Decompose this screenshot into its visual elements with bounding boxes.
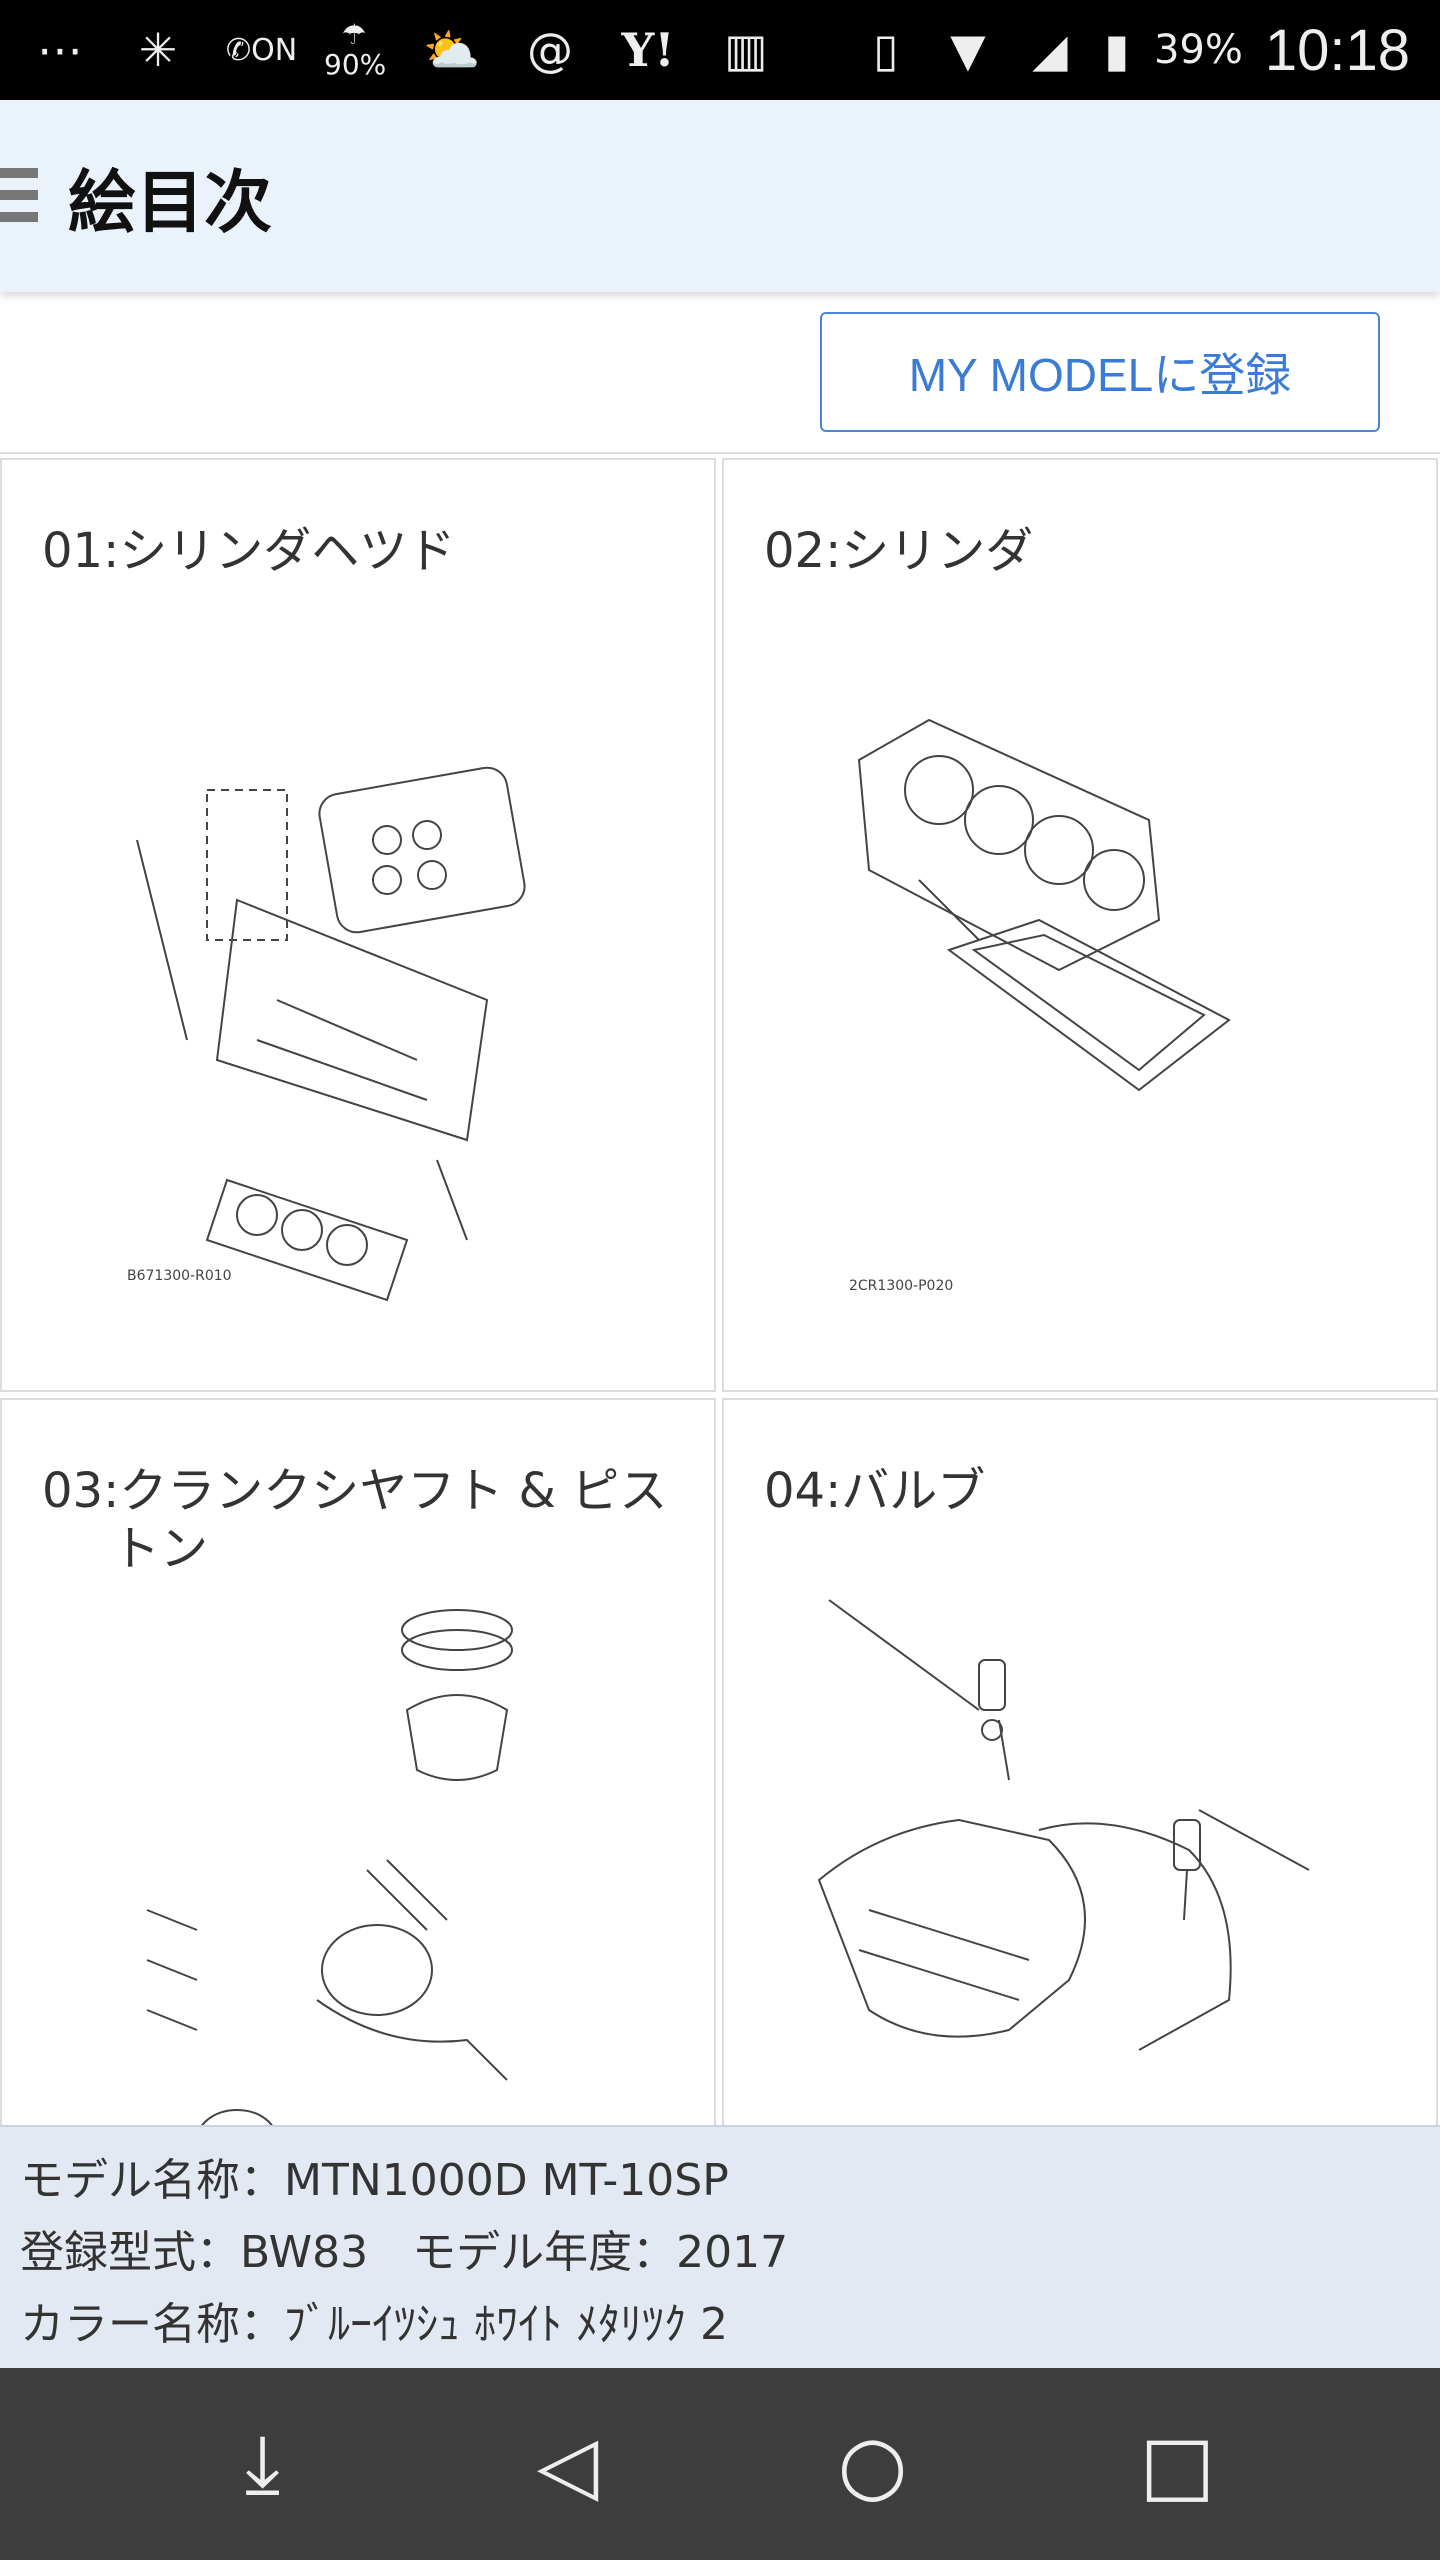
signal-icon: ◢ (1032, 23, 1068, 77)
back-icon[interactable]: ◁ (536, 2417, 599, 2511)
rain-percent: 90% (324, 48, 387, 81)
call-on-icon: ✆ON (226, 32, 298, 68)
catalog-card-crankshaft-piston[interactable]: 03:クランクシヤフト & ピストン (0, 1398, 716, 2126)
loading-icon: ✳ (138, 23, 178, 77)
stock-chart-icon: ▥ (724, 23, 768, 77)
register-my-model-button[interactable]: MY MODELに登録 (820, 312, 1380, 432)
navigation-bar: ⤓ ◁ ○ □ (0, 2368, 1440, 2560)
wifi-icon: ▼ (950, 23, 986, 77)
status-bar: ⋯ ✳ ✆ON ☂90% ⛅ @ Y! ▥ ▯ ▼ ◢ ▮ 39% 10:18 (0, 0, 1440, 100)
model-name: モデル名称：MTN1000D MT-10SP (20, 2155, 729, 2206)
card-title: 03:クランクシヤフト & ピストン (42, 1463, 668, 1577)
weather-sun-cloud-icon: ⛅ (423, 22, 481, 77)
catalog-card-valve[interactable]: 04:バルブ (722, 1398, 1438, 2126)
diagram-code: B671300-R010 (127, 1268, 232, 1284)
clock: 10:18 (1264, 17, 1410, 83)
cylinder-diagram: 2CR1300-P020 (849, 718, 1231, 1294)
at-app-icon: @ (527, 23, 573, 77)
model-type-year: 登録型式：BW83 モデル年度：2017 (20, 2227, 789, 2278)
catalog-card-cylinder-head[interactable]: 01:シリンダヘツド B671300-R010 (0, 458, 716, 1392)
card-title: 02:シリンダ (764, 523, 1034, 579)
vibrate-icon: ▯ (873, 23, 899, 77)
app-header: 絵目次 (0, 100, 1440, 292)
card-title: 01:シリンダヘツド (42, 523, 456, 579)
page-title: 絵目次 (68, 163, 273, 243)
on-label: ON (251, 32, 298, 68)
download-icon[interactable]: ⤓ (244, 2417, 281, 2510)
card-title: 04:バルブ (764, 1463, 986, 1519)
catalog-card-cylinder[interactable]: 02:シリンダ 2CR1300-P020 (722, 458, 1438, 1392)
cylinder-head-diagram: B671300-R010 (127, 766, 526, 1302)
more-icon: ⋯ (37, 23, 83, 77)
diagram-code: 2CR1300-P020 (849, 1278, 953, 1294)
crankshaft-piston-diagram (146, 1609, 513, 2126)
color-name: カラー名称：ﾌﾞﾙｰｲﾂｼｭ ﾎﾜｲﾄ ﾒﾀﾘﾂｸ 2 (20, 2299, 728, 2350)
yahoo-icon: Y! (621, 23, 675, 77)
home-icon[interactable]: ○ (837, 2417, 908, 2511)
model-info-panel: モデル名称：MTN1000D MT-10SP 登録型式：BW83 モデル年度：2… (0, 2125, 1440, 2368)
parts-catalog-grid: 01:シリンダヘツド B671300-R010 02:シリンダ 2CR1300-… (0, 452, 1440, 2126)
battery-icon: ▮ (1104, 23, 1130, 77)
recents-icon[interactable]: □ (1139, 2417, 1216, 2511)
valve-diagram (817, 1599, 1310, 2051)
menu-icon[interactable] (0, 168, 38, 234)
battery-percent: 39% (1153, 27, 1243, 73)
weather-rain-icon: ☂90% (324, 18, 387, 81)
